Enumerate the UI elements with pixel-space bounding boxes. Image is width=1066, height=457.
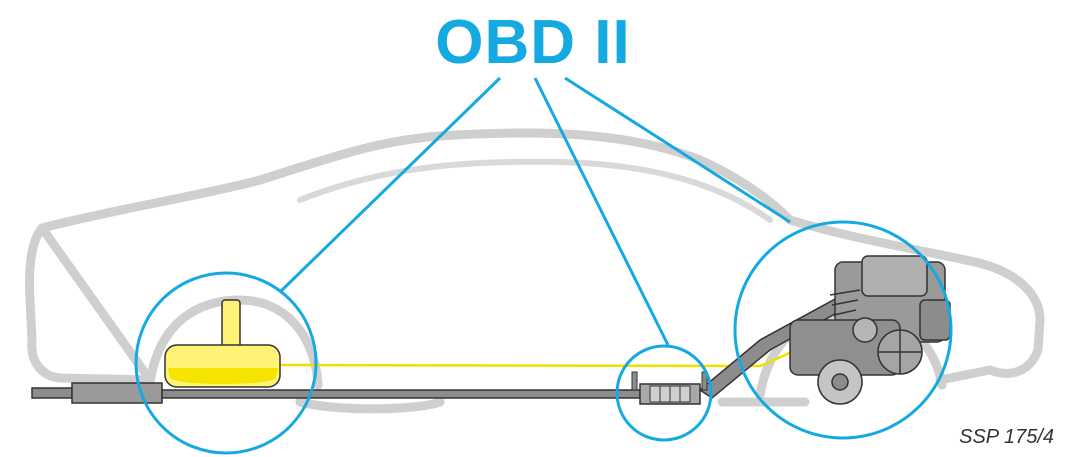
catalytic-converter-callout <box>615 344 713 442</box>
fuel-system-callout <box>134 271 318 455</box>
catalytic-converter <box>631 371 708 405</box>
diagram-title: OBD II <box>435 8 631 77</box>
exhaust-system <box>31 279 880 404</box>
callout-line-engine <box>564 76 791 224</box>
rear-wheel-arch <box>145 295 323 390</box>
callout-line-catalytic-converter <box>533 77 670 346</box>
engine-callout <box>733 220 953 440</box>
callout-line-fuel-system <box>278 76 502 294</box>
figure-caption: SSP 175/4 <box>959 426 1054 448</box>
fuel-tank <box>164 299 281 388</box>
engine <box>789 255 951 405</box>
car-window-line <box>297 158 773 223</box>
